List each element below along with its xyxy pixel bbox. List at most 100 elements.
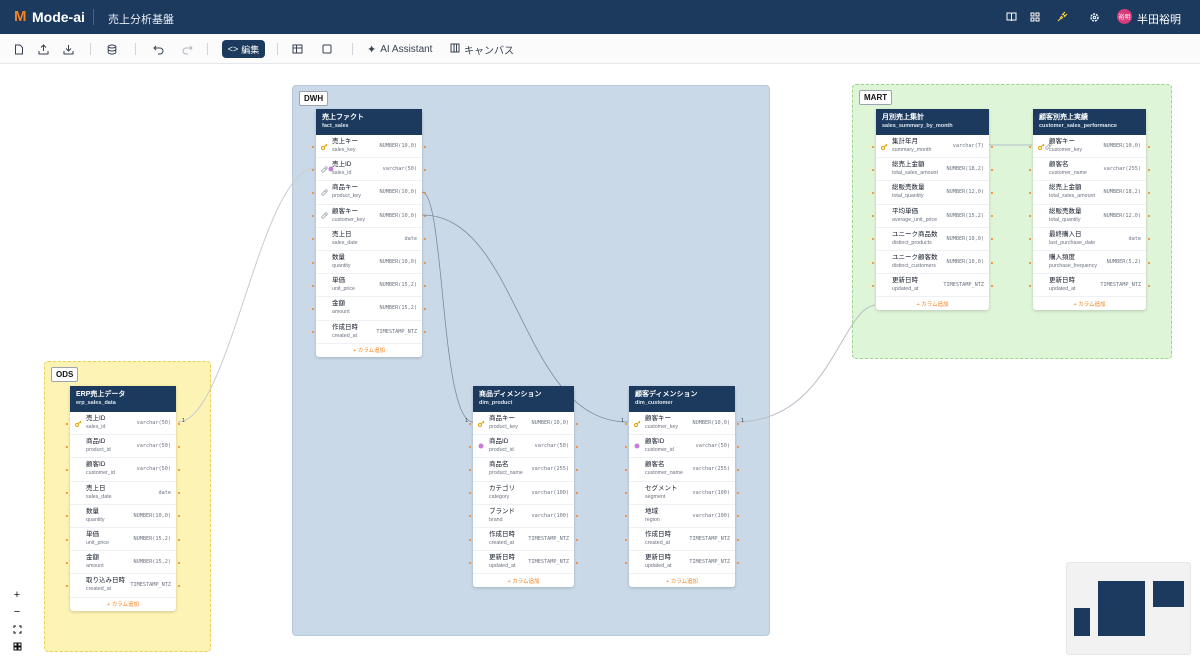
- connector-handle[interactable]: [178, 584, 180, 587]
- connector-handle[interactable]: [66, 584, 68, 587]
- connector-handle[interactable]: [424, 307, 426, 310]
- edit-mode-button[interactable]: <>編集: [222, 40, 265, 58]
- connector-handle[interactable]: [66, 422, 68, 425]
- canvas-button[interactable]: キャンバス: [450, 42, 514, 57]
- connector-handle[interactable]: [625, 561, 627, 564]
- connector-handle[interactable]: [625, 468, 627, 471]
- connector-handle[interactable]: [66, 468, 68, 471]
- connector-handle[interactable]: [872, 191, 874, 194]
- connector-handle[interactable]: [178, 468, 180, 471]
- app-name[interactable]: Mode-ai: [32, 9, 85, 25]
- connector-handle[interactable]: [1148, 261, 1150, 264]
- connector-handle[interactable]: [576, 468, 578, 471]
- connector-handle[interactable]: [178, 515, 180, 518]
- connector-handle[interactable]: [737, 468, 739, 471]
- connector-handle[interactable]: [991, 284, 993, 287]
- connector-handle[interactable]: [469, 561, 471, 564]
- minimap[interactable]: [1066, 562, 1191, 655]
- connector-handle[interactable]: [469, 515, 471, 518]
- connector-handle[interactable]: [312, 307, 314, 310]
- connector-handle[interactable]: [312, 261, 314, 264]
- connector-handle[interactable]: [424, 168, 426, 171]
- connector-handle[interactable]: [576, 422, 578, 425]
- connector-handle[interactable]: [312, 215, 314, 218]
- avatar[interactable]: 裕明: [1117, 9, 1132, 24]
- connector-handle[interactable]: [991, 215, 993, 218]
- connector-handle[interactable]: [424, 238, 426, 241]
- connector-handle[interactable]: [737, 515, 739, 518]
- connector-handle[interactable]: [576, 515, 578, 518]
- table-view-icon[interactable]: [292, 42, 303, 56]
- connector-handle[interactable]: [1148, 168, 1150, 171]
- connector-handle[interactable]: [625, 538, 627, 541]
- connector-handle[interactable]: [737, 561, 739, 564]
- connector-handle[interactable]: [991, 191, 993, 194]
- connector-handle[interactable]: [991, 238, 993, 241]
- connector-handle[interactable]: [469, 445, 471, 448]
- connector-handle[interactable]: [576, 538, 578, 541]
- zoom-in-button[interactable]: +: [10, 588, 24, 602]
- connector-handle[interactable]: [178, 492, 180, 495]
- connector-handle[interactable]: [66, 561, 68, 564]
- connector-handle[interactable]: [1148, 238, 1150, 241]
- gear-icon[interactable]: [1087, 10, 1101, 24]
- connector-handle[interactable]: [66, 492, 68, 495]
- book-icon[interactable]: [1004, 10, 1018, 24]
- connector-handle[interactable]: [1148, 145, 1150, 148]
- new-file-icon[interactable]: [14, 42, 24, 56]
- add-column-button[interactable]: + カラム追加: [665, 578, 699, 585]
- connector-handle[interactable]: [872, 145, 874, 148]
- download-icon[interactable]: [63, 42, 74, 56]
- connector-handle[interactable]: [1148, 191, 1150, 194]
- connector-handle[interactable]: [737, 422, 739, 425]
- connector-handle[interactable]: [66, 445, 68, 448]
- connector-handle[interactable]: [1029, 168, 1031, 171]
- project-name[interactable]: 売上分析基盤: [108, 14, 174, 26]
- zoom-out-button[interactable]: −: [10, 605, 24, 619]
- add-column-button[interactable]: + カラム追加: [507, 578, 540, 585]
- add-column-button[interactable]: + カラム追加: [1073, 301, 1106, 308]
- connector-handle[interactable]: [178, 538, 180, 541]
- app-logo-mark[interactable]: M: [14, 8, 27, 25]
- connector-handle[interactable]: [312, 145, 314, 148]
- connector-handle[interactable]: [469, 538, 471, 541]
- connector-handle[interactable]: [872, 168, 874, 171]
- connector-handle[interactable]: [576, 492, 578, 495]
- database-icon[interactable]: [107, 42, 117, 56]
- connector-handle[interactable]: [576, 445, 578, 448]
- connector-handle[interactable]: [1148, 284, 1150, 287]
- connector-handle[interactable]: [1029, 145, 1031, 148]
